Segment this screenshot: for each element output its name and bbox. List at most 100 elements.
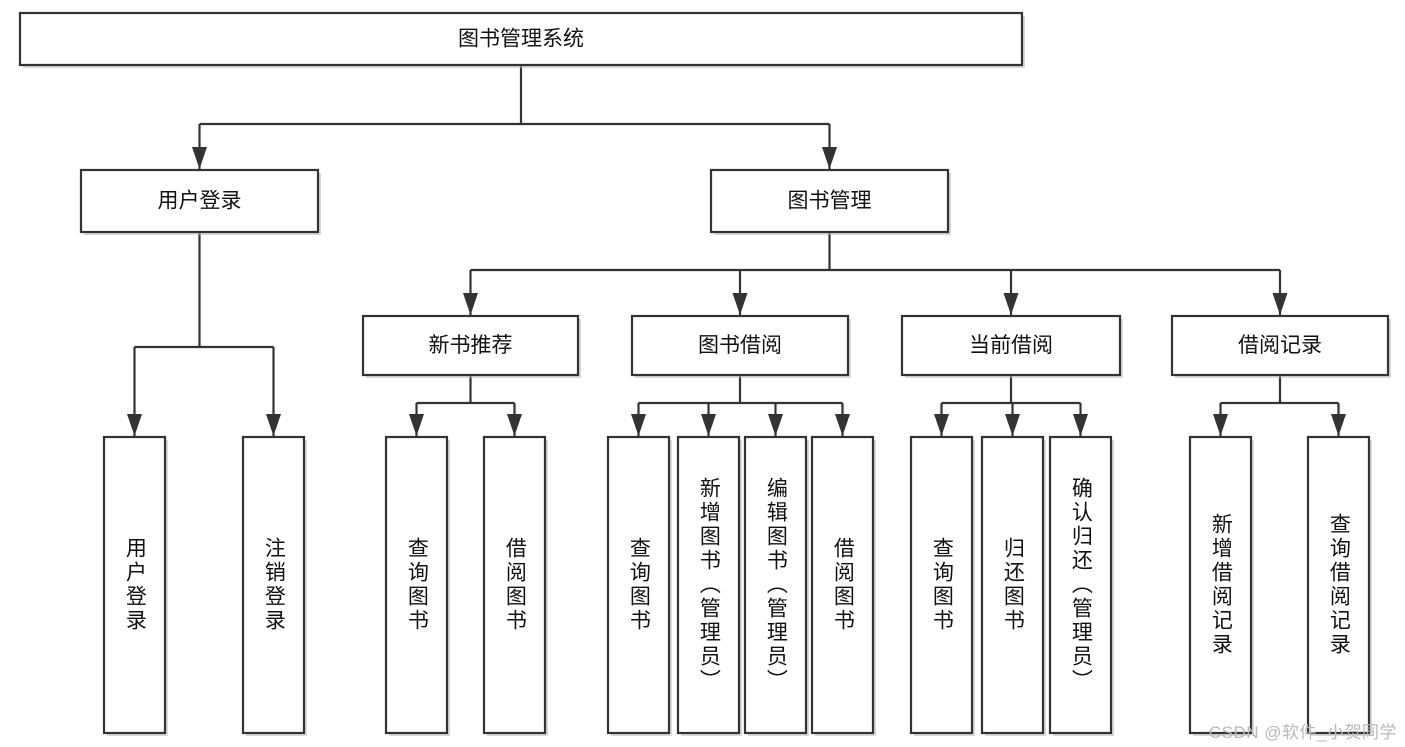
node-box [743,435,808,735]
arrow-head-icon [701,414,716,436]
arrow-head-icon [266,414,281,436]
node-box [384,435,449,735]
node-user-login[interactable]: 用户登录 [79,168,321,235]
node-label-vertical: 查询图书 [627,537,651,633]
node-label: 图书管理 [788,190,872,213]
node-leaf-add-record[interactable]: 新增借阅记录 [1188,435,1254,736]
node-leaf-query-record[interactable]: 查询借阅记录 [1306,435,1372,736]
node-box [1306,435,1371,735]
node-label: 新书推荐 [429,334,513,357]
arrow-head-icon [1073,414,1088,436]
node-box [79,168,320,234]
node-book-manage[interactable]: 图书管理 [709,168,951,235]
node-label-vertical: 新增图书（管理员） [697,477,721,693]
arrow-head-icon [1005,414,1020,436]
node-layer: 图书管理系统用户登录图书管理新书推荐图书借阅当前借阅借阅记录用户登录注销登录查询… [18,11,1391,736]
node-box [102,435,167,735]
node-label-vertical: 查询图书 [405,537,429,633]
node-label: 当前借阅 [969,334,1053,357]
node-box [1188,435,1253,735]
node-label: 借阅记录 [1238,334,1322,357]
node-book-borrow[interactable]: 图书借阅 [630,314,851,378]
node-label-wrap: 借阅图书 [503,537,527,633]
edge-group-borrow-record [1213,375,1346,436]
node-label-wrap: 注销登录 [262,537,286,633]
node-leaf-query-book-1[interactable]: 查询图书 [384,435,450,736]
node-label-wrap: 查询图书 [405,537,429,633]
arrow-head-icon [934,414,949,436]
arrow-head-icon [192,147,207,169]
node-box [18,11,1024,67]
node-box [980,435,1045,735]
node-root[interactable]: 图书管理系统 [18,11,1025,68]
node-box [361,314,580,377]
arrow-head-icon [463,293,478,315]
edge-group-new-book-rec [409,375,522,436]
node-label-wrap: 归还图书 [1001,537,1025,633]
arrow-head-icon [1272,293,1288,315]
node-label: 用户登录 [158,190,242,213]
node-box [909,435,974,735]
arrow-head-icon [127,414,142,436]
node-leaf-confirm-return[interactable]: 确认归还（管理员） [1048,435,1114,736]
node-label-vertical: 归还图书 [1001,537,1025,633]
node-label-wrap: 确认归还（管理员） [1069,477,1093,693]
arrow-head-icon [507,414,522,436]
node-leaf-borrow-book-1[interactable]: 借阅图书 [482,435,548,736]
node-label: 图书管理系统 [458,28,584,51]
node-label-wrap: 用户登录 [123,537,147,633]
node-leaf-user-login[interactable]: 用户登录 [102,435,168,736]
node-label-wrap: 查询借阅记录 [1327,513,1351,657]
node-new-book-rec[interactable]: 新书推荐 [361,314,581,378]
edge-group-user-login [127,232,281,436]
node-leaf-add-book[interactable]: 新增图书（管理员） [676,435,742,736]
node-label-vertical: 确认归还（管理员） [1069,477,1093,693]
node-box [482,435,547,735]
edge-group-current-borrow [934,375,1088,436]
arrow-head-icon [409,414,424,436]
node-label-vertical: 注销登录 [262,537,286,633]
node-label-wrap: 编辑图书（管理员） [764,477,788,693]
node-box [810,435,875,735]
node-label-vertical: 新增借阅记录 [1209,513,1233,657]
node-box [1048,435,1113,735]
arrow-head-icon [732,293,748,315]
connector-layer [127,65,1346,436]
node-box [630,314,850,377]
arrow-head-icon [1331,414,1346,436]
node-box [241,435,306,735]
node-label-vertical: 编辑图书（管理员） [764,477,788,693]
node-box [709,168,950,234]
node-label-vertical: 用户登录 [123,537,147,633]
node-leaf-logout[interactable]: 注销登录 [241,435,307,736]
node-label: 图书借阅 [698,334,782,357]
node-current-borrow[interactable]: 当前借阅 [900,314,1123,378]
node-leaf-edit-book[interactable]: 编辑图书（管理员） [743,435,809,736]
node-leaf-borrow-book-2[interactable]: 借阅图书 [810,435,876,736]
edge-group-root [192,65,837,169]
node-label-wrap: 查询图书 [930,537,954,633]
edge-group-book-borrow [631,375,850,436]
node-leaf-return-book[interactable]: 归还图书 [980,435,1046,736]
node-label-vertical: 查询借阅记录 [1327,513,1351,657]
node-label-wrap: 新增图书（管理员） [697,477,721,693]
node-label-wrap: 查询图书 [627,537,651,633]
arrow-head-icon [1213,414,1228,436]
node-label-vertical: 借阅图书 [503,537,527,633]
node-leaf-query-book-2[interactable]: 查询图书 [606,435,672,736]
edge-group-book-manage [463,232,1288,315]
node-box [1170,314,1390,377]
arrow-head-icon [1003,293,1019,315]
node-label-vertical: 借阅图书 [831,537,855,633]
node-borrow-record[interactable]: 借阅记录 [1170,314,1391,378]
node-label-vertical: 查询图书 [930,537,954,633]
node-box [676,435,741,735]
arrow-head-icon [631,414,646,436]
node-leaf-query-book-3[interactable]: 查询图书 [909,435,975,736]
arrow-head-icon [768,414,783,436]
node-box [606,435,671,735]
node-label-wrap: 新增借阅记录 [1209,513,1233,657]
arrow-head-icon [822,147,837,169]
arrow-head-icon [835,414,850,436]
